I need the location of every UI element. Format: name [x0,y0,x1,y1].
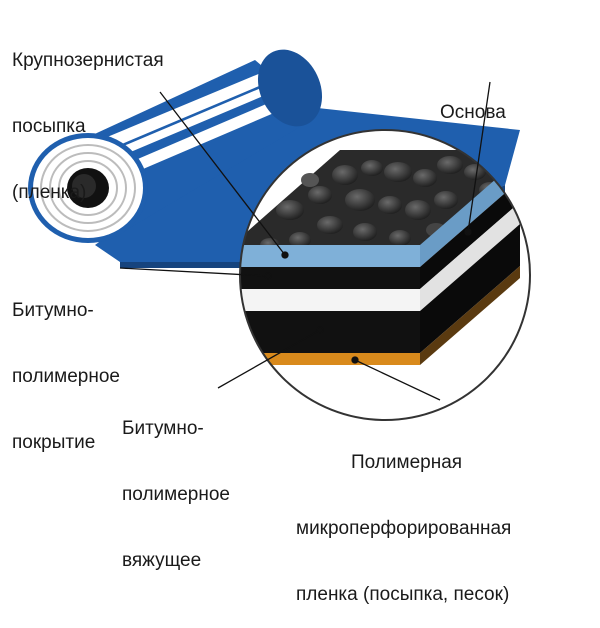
label-film-line2: микроперфорированная [296,518,512,539]
layer-bitumen-top [240,267,420,289]
label-granules-line2: посыпка [12,116,86,137]
label-granules-line3: (пленка) [12,182,87,203]
leader-film [354,359,441,401]
label-binder-line3: вяжущее [122,550,202,571]
cross-section [240,150,520,365]
roll-body-shade [257,49,323,127]
layer-bitumen-bottom [240,311,420,353]
side-film [420,266,520,365]
side-base [420,202,520,311]
label-granules-line1: Крупнозернистая [12,50,164,71]
side-bitumen-bottom [420,224,520,353]
label-film: Полимерная микроперфорированная пленка (… [296,408,511,628]
label-film-line3: пленка (посыпка, песок) [296,584,510,605]
label-base-line1: Основа [440,102,506,123]
leader-coating [119,267,269,277]
label-granules: Крупнозернистая посыпка (пленка) [12,6,164,226]
leader-base [467,81,491,233]
roll-end [28,133,148,243]
label-binder: Битумно- полимерное вяжущее [122,374,230,594]
label-coating-line2: полимерное [12,366,120,387]
label-coating: Битумно- полимерное покрытие [12,256,120,476]
leader-binder [217,329,321,389]
roll-stripe-2 [100,80,287,162]
label-film-line1: Полимерная [351,452,463,473]
layer-base [240,289,420,311]
layer-granule-blue [240,245,420,267]
label-base: Основа [440,58,506,146]
side-granule-blue [420,158,520,267]
label-binder-line2: полимерное [122,484,230,505]
layer-film [240,353,420,365]
label-binder-line1: Битумно- [122,418,204,439]
roofing-material-diagram [28,49,531,421]
leader-granules [159,91,286,256]
label-coating-line1: Битумно- [12,300,94,321]
roll-stripe-1 [88,70,278,154]
label-coating-line3: покрытие [12,432,96,453]
roll-stripe-3 [112,93,302,178]
